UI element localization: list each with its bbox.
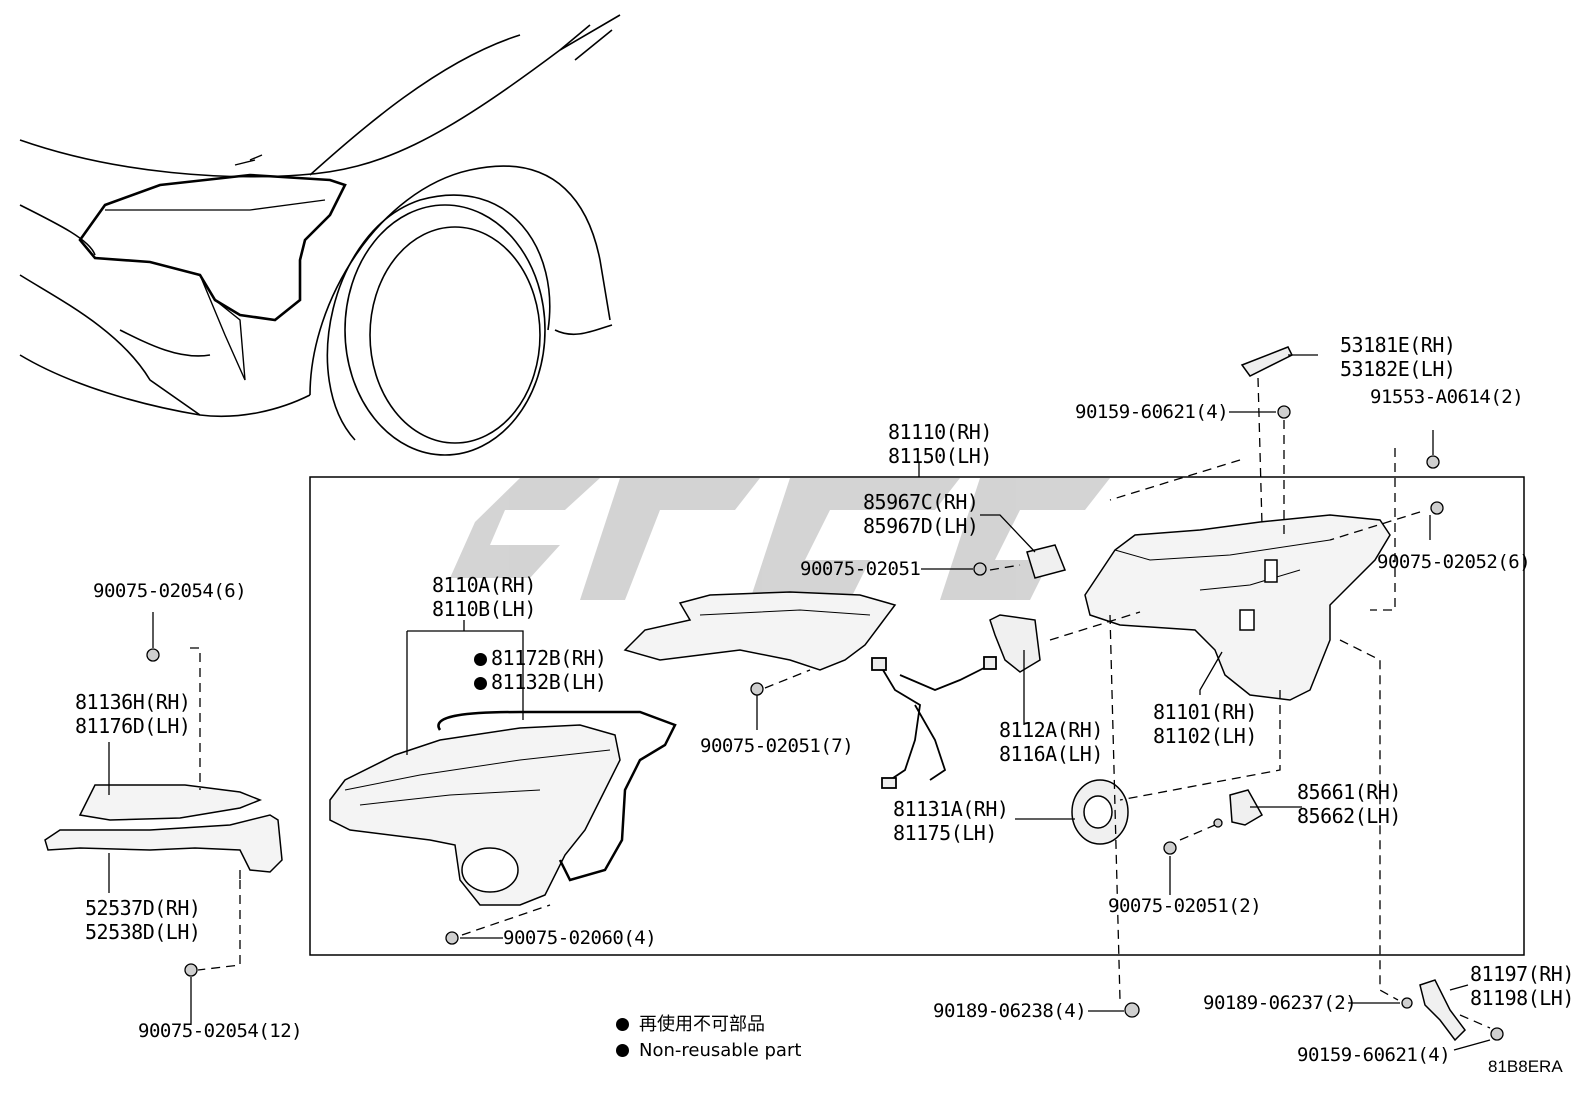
- watermark-logo: [450, 478, 1110, 600]
- label-81197: 81197(RH)81198(LH): [1470, 962, 1574, 1010]
- legend-en: Non-reusable part: [616, 1038, 801, 1064]
- non-reusable-dot: [616, 1018, 629, 1031]
- headlamp-unit-drawing: [329, 710, 677, 906]
- label-91553: 91553-A0614(2): [1370, 386, 1524, 408]
- bracket-drawing: [1240, 346, 1294, 377]
- headlamp-housing-drawing: [1084, 514, 1391, 701]
- label-85661: 85661(RH)85662(LH): [1297, 780, 1401, 828]
- label-90075-02051: 90075-02051: [800, 558, 921, 580]
- label-90075-02051-7: 90075-02051(7): [700, 735, 854, 757]
- fasteners: [146, 405, 1504, 1041]
- label-90159-top: 90159-60621(4): [1075, 401, 1229, 423]
- label-53181: 53181E(RH)53182E(LH): [1340, 333, 1456, 381]
- label-90075-02051-2: 90075-02051(2): [1108, 895, 1262, 917]
- label-90075-02054-6: 90075-02054(6): [93, 580, 247, 602]
- label-90189-06237: 90189-06237(2): [1203, 992, 1357, 1014]
- label-8110a: 8110A(RH)8110B(LH): [432, 573, 536, 621]
- label-81131: 81131A(RH)81175(LH): [893, 797, 1009, 845]
- label-52537: 52537D(RH)52538D(LH): [85, 896, 201, 944]
- non-reusable-dot: [474, 653, 487, 666]
- label-81110: 81110(RH)81150(LH): [888, 420, 992, 468]
- assembly-frame: [309, 476, 1525, 956]
- module-drawing: [989, 544, 1466, 1042]
- label-90189-06238: 90189-06238(4): [933, 1000, 1087, 1022]
- label-81101: 81101(RH)81102(LH): [1153, 700, 1257, 748]
- dashed-lines: [190, 377, 1491, 1029]
- label-8112a: 8112A(RH)8116A(LH): [999, 718, 1103, 766]
- label-81136: 81136H(RH)81176D(LH): [75, 690, 191, 738]
- label-81172: 81172B(RH) 81132B(LH): [474, 646, 607, 694]
- label-90075-02054-12: 90075-02054(12): [138, 1020, 303, 1042]
- side-parts-drawing: [44, 784, 283, 873]
- legend: 再使用不可部品 Non-reusable part: [616, 1012, 801, 1064]
- legend-jp: 再使用不可部品: [616, 1012, 801, 1038]
- vehicle-body-outline: [19, 14, 621, 456]
- label-85967: 85967C(RH)85967D(LH): [863, 490, 979, 538]
- non-reusable-dot: [474, 677, 487, 690]
- leader-lines: [108, 354, 1491, 1051]
- non-reusable-dot: [616, 1044, 629, 1057]
- label-90075-02060: 90075-02060(4): [503, 927, 657, 949]
- diagram-code: 81B8ERA: [1488, 1057, 1563, 1076]
- label-90159-bottom: 90159-60621(4): [1297, 1044, 1451, 1066]
- label-90075-02052: 90075-02052(6): [1377, 551, 1531, 573]
- lamp-bezel-drawing: [623, 591, 897, 671]
- wire-harness-drawing: [871, 656, 997, 789]
- vehicle-headlamp: [78, 154, 347, 381]
